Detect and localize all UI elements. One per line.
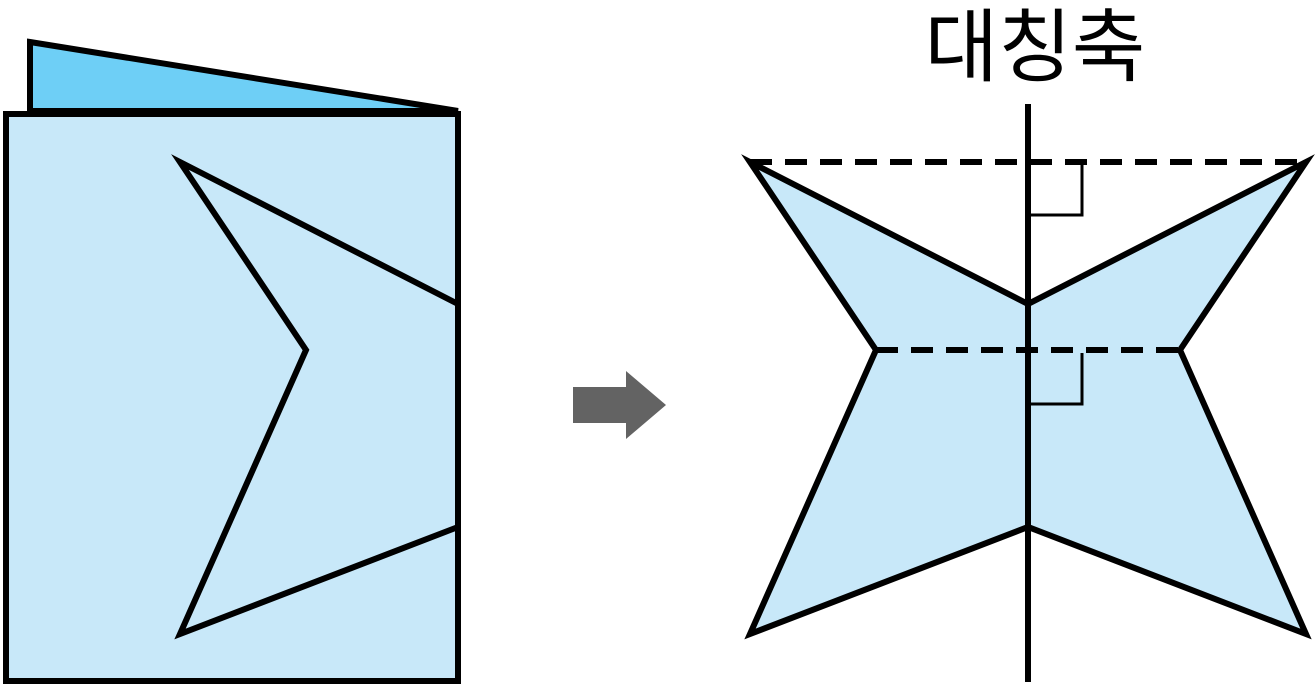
paper-back-flap — [27, 38, 459, 114]
unfolded-shape — [741, 104, 1315, 682]
right-angle-mark-middle — [1031, 353, 1084, 406]
symmetry-axis-label: 대칭축 — [924, 1, 1146, 94]
paper-front-sheet — [3, 111, 461, 684]
right-arrow-icon — [573, 371, 666, 439]
folded-paper — [3, 38, 461, 684]
right-angle-mark-top — [1031, 164, 1084, 217]
half-cut-outline — [171, 154, 460, 640]
